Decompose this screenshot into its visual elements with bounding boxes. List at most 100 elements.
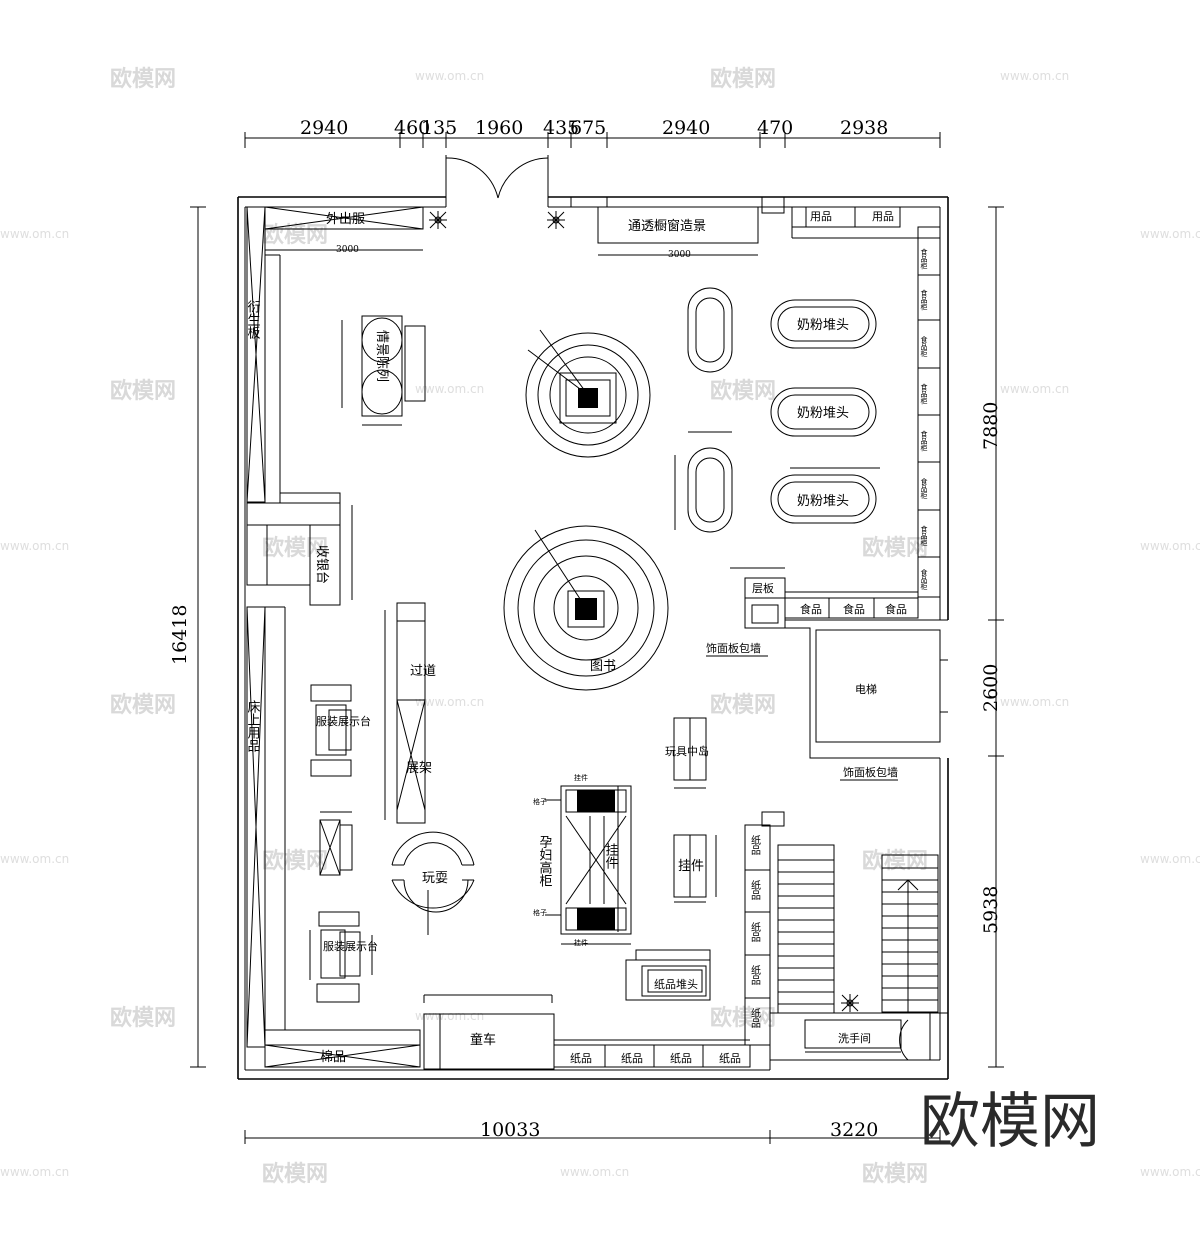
- clothes-display-upper: 服装展示台: [310, 684, 371, 777]
- elevator-label: 电梯: [855, 683, 877, 696]
- milk2-label: 奶粉堆头: [797, 406, 849, 421]
- paper-label: 纸品: [749, 834, 761, 856]
- maternity-label: 孕妇高柜: [537, 835, 553, 887]
- hanging-island: 挂件: [673, 834, 717, 903]
- paper-label: 纸品: [749, 1007, 761, 1029]
- small-pile-lower: [674, 431, 733, 533]
- books-round-upper: [525, 329, 651, 458]
- watermark-url: www.om.cn: [1000, 382, 1069, 396]
- food-cabinet-label: 食品柜: [920, 568, 928, 591]
- toy-island: 玩具中岛: [665, 717, 709, 789]
- watermark-brand: 欧模网: [710, 66, 776, 92]
- food-cabinet-label: 食品柜: [920, 383, 928, 406]
- window-display-width: 3000: [668, 250, 691, 260]
- goods2-label: 用品: [872, 210, 894, 223]
- scene-display: 情景陈列: [341, 315, 426, 426]
- watermark-brand: 欧模网: [710, 1005, 776, 1031]
- door-arc-icon: [497, 157, 549, 199]
- watermark-url: www.om.cn: [415, 69, 484, 83]
- food2-label: 食品: [843, 602, 865, 616]
- plant-icon: [841, 994, 859, 1012]
- watermark-url: www.om.cn: [0, 852, 69, 866]
- shelf-label: 层板: [752, 581, 774, 595]
- window-display: 通透橱窗造景 3000: [597, 206, 759, 260]
- food-cabinet-label: 食品柜: [920, 335, 928, 358]
- grid-top-label: 格子: [533, 797, 547, 806]
- brand-logo: 欧模网: [920, 1087, 1100, 1157]
- watermark-url: www.om.cn: [415, 695, 484, 709]
- watermark-url: www.om.cn: [0, 539, 69, 553]
- left-wall-cabinet-bottom: 床上用品: [245, 606, 286, 1048]
- vertical-display-label: 衍生板: [245, 300, 261, 340]
- paper-label: 纸品: [621, 1052, 643, 1065]
- hanging-island-label: 挂件: [678, 859, 704, 874]
- toys-area: 玩耍: [391, 831, 475, 935]
- watermark-url: www.om.cn: [1140, 1165, 1200, 1179]
- watermark-url: www.om.cn: [415, 1009, 484, 1023]
- left-dimension-line: 16418: [169, 206, 206, 1068]
- top-left-counter-label: 外出服: [326, 212, 365, 227]
- watermark-url: www.om.cn: [560, 1165, 629, 1179]
- top-dimension-line: 2940 460 135 1960 435 675 2940 470 2938: [244, 117, 941, 148]
- paper-label: 纸品: [749, 879, 761, 901]
- dim-top-8: 470: [757, 117, 793, 139]
- stroller-area: 童车: [423, 994, 555, 1070]
- watermark-layer: 欧模网 www.om.cn 欧模网 www.om.cn 欧模网 www.om.c…: [0, 66, 1200, 1187]
- dim-right-2: 2600: [980, 664, 1002, 712]
- watermark-brand: 欧模网: [862, 535, 928, 561]
- watermark-url: www.om.cn: [0, 1165, 69, 1179]
- watermark-brand: 欧模网: [862, 848, 928, 874]
- paper-pile-label: 纸品堆头: [654, 978, 698, 991]
- watermark-brand: 欧模网: [110, 692, 176, 718]
- washroom: 洗手间: [770, 1012, 948, 1061]
- watermark-url: www.om.cn: [1000, 695, 1069, 709]
- bedding-label: 棉品: [320, 1050, 346, 1065]
- bedding-counter: 棉品: [264, 1029, 421, 1068]
- watermark-url: www.om.cn: [415, 382, 484, 396]
- cashier-counter: 收银台: [246, 492, 353, 606]
- watermark-url: www.om.cn: [1140, 227, 1200, 241]
- dim-top-7: 2940: [662, 117, 710, 139]
- watermark-brand: 欧模网: [710, 692, 776, 718]
- milk-pile-1: 奶粉堆头: [770, 299, 877, 349]
- passage-label: 过道: [410, 664, 436, 679]
- goods1-label: 用品: [810, 210, 832, 223]
- watermark-url: www.om.cn: [0, 227, 69, 241]
- food-cabinet-label: 食品柜: [920, 477, 928, 500]
- watermark-brand: 欧模网: [710, 378, 776, 404]
- bottom-right-wall: [769, 1013, 940, 1070]
- decor-wall1-label: 饰面板包墙: [706, 641, 761, 655]
- dim-left: 16418: [169, 605, 191, 665]
- milk3-label: 奶粉堆头: [797, 494, 849, 509]
- books-round-lower: 图书: [503, 525, 669, 691]
- top-left-counter-width: 3000: [336, 245, 359, 255]
- decor-wall2-label: 饰面板包墙: [843, 765, 898, 779]
- left-wall-label: 床上用品: [245, 700, 261, 752]
- dim-top-3: 135: [421, 117, 457, 139]
- dim-top-5: 435: [543, 117, 579, 139]
- dim-top-2: 460: [394, 117, 430, 139]
- toys-label: 玩耍: [422, 871, 448, 886]
- watermark-brand: 欧模网: [262, 222, 328, 248]
- cashier-label: 收银台: [314, 545, 329, 584]
- staircase: [761, 811, 939, 1014]
- clothes-display-lower: 服装展示台: [309, 911, 378, 1003]
- goods-shelf-top: 用品 用品: [791, 206, 920, 239]
- food-cabinet-label: 食品柜: [920, 248, 928, 271]
- watermark-brand: 欧模网: [262, 535, 328, 561]
- window-display-label: 通透橱窗造景: [628, 218, 706, 234]
- food-cabinet-label: 食品柜: [920, 430, 928, 453]
- watermark-url: www.om.cn: [1000, 69, 1069, 83]
- passage-rack: 过道 展架: [384, 602, 436, 824]
- books-label: 图书: [590, 659, 616, 674]
- bottom-dimension-line: 10033 3220: [244, 1119, 941, 1144]
- dim-top-9: 2938: [840, 117, 888, 139]
- paper-shelves: 纸品纸品纸品纸品纸品纸品纸品纸品纸品: [553, 824, 771, 1068]
- stroller-label: 童车: [470, 1032, 496, 1048]
- grid-bottom-label: 格子: [533, 908, 547, 917]
- paper-label: 纸品: [570, 1052, 592, 1065]
- watermark-brand: 欧模网: [110, 66, 176, 92]
- food1-label: 食品: [800, 602, 822, 616]
